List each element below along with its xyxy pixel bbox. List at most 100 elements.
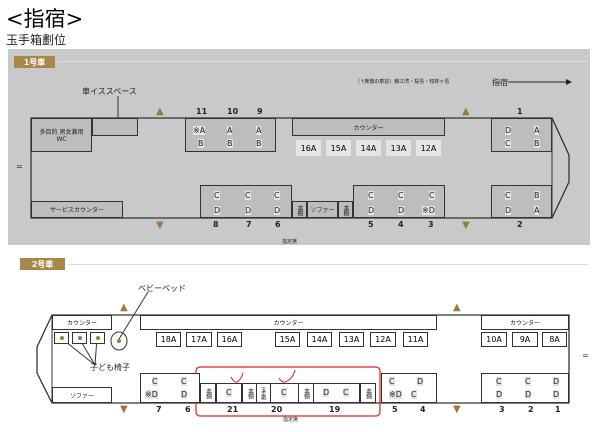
- seat[interactable]: B: [534, 191, 540, 200]
- seat[interactable]: A: [256, 126, 262, 135]
- document-subtitle: 玉手箱劃位: [6, 33, 67, 47]
- baby-bed-label: ベビーベッド: [138, 284, 186, 293]
- seat[interactable]: B: [256, 139, 262, 148]
- seat[interactable]: C: [281, 388, 287, 397]
- seat[interactable]: D: [417, 377, 424, 386]
- seat[interactable]: A: [534, 206, 540, 215]
- counter-seat[interactable]: 10A: [481, 332, 507, 347]
- counter-seat[interactable]: 12A: [370, 332, 396, 347]
- seat[interactable]: C: [429, 191, 435, 200]
- destination-label: 指宿: [492, 78, 508, 87]
- door-down-icon: ▼: [120, 404, 128, 415]
- child-seat[interactable]: [90, 332, 105, 344]
- car1-divider: [58, 61, 588, 62]
- seat[interactable]: C: [181, 377, 187, 386]
- seat[interactable]: D: [505, 206, 512, 215]
- seat[interactable]: D: [525, 390, 532, 399]
- counter-seat[interactable]: 14A: [307, 332, 332, 347]
- seat[interactable]: C: [245, 191, 251, 200]
- seat[interactable]: ※D: [422, 206, 435, 215]
- seat[interactable]: C: [152, 377, 158, 386]
- seat[interactable]: D: [181, 390, 188, 399]
- counter-seat[interactable]: 9A: [512, 332, 538, 347]
- counter-seat[interactable]: 16A: [296, 140, 321, 156]
- seat[interactable]: D: [398, 206, 405, 215]
- seat[interactable]: ※D: [389, 390, 402, 399]
- car1-label: 1号車: [14, 56, 55, 68]
- seat[interactable]: A: [534, 126, 540, 135]
- counter-seat[interactable]: 15A: [326, 140, 351, 156]
- seat[interactable]: C: [411, 390, 417, 399]
- seat-row-number: 4: [398, 220, 404, 229]
- seat[interactable]: C: [525, 377, 531, 386]
- child-seat[interactable]: [72, 332, 87, 344]
- seat-row-number: 4: [420, 405, 426, 414]
- car2-label: 2号車: [20, 258, 65, 270]
- seat-row-number: 5: [392, 405, 398, 414]
- seat[interactable]: C: [505, 191, 511, 200]
- counter-seat[interactable]: 17A: [186, 332, 212, 347]
- seat[interactable]: C: [214, 191, 220, 200]
- door-down-icon: ▼: [156, 220, 164, 231]
- seat[interactable]: D: [553, 390, 560, 399]
- seat[interactable]: D: [245, 206, 252, 215]
- counter-seat[interactable]: 16A: [217, 332, 242, 347]
- seat[interactable]: C: [274, 191, 280, 200]
- seat[interactable]: D: [505, 126, 512, 135]
- car2-divider: [68, 264, 588, 265]
- seat[interactable]: D: [323, 388, 330, 397]
- seat-row-number: 3: [499, 405, 505, 414]
- seat-row-number: 5: [368, 220, 374, 229]
- seat-row-number: 7: [156, 405, 162, 414]
- seat[interactable]: B: [534, 139, 540, 148]
- seat[interactable]: C: [368, 191, 374, 200]
- door-up-icon: ▲: [156, 106, 164, 117]
- seat-row-number: 1: [517, 107, 523, 116]
- seat[interactable]: B: [198, 139, 204, 148]
- seat-row-number: 10: [227, 107, 239, 116]
- seat-row-number: 6: [275, 220, 281, 229]
- seat[interactable]: D: [368, 206, 375, 215]
- seat-group-1: [491, 118, 552, 152]
- seat-row-number: 8: [213, 220, 219, 229]
- bookshelf: 本棚: [338, 201, 353, 218]
- counter-seat[interactable]: 11A: [403, 332, 428, 347]
- door-up-icon: ▲: [120, 302, 128, 313]
- counter-seat[interactable]: 15A: [275, 332, 300, 347]
- counter-seat[interactable]: 12A: [416, 140, 441, 156]
- seat[interactable]: ※D: [145, 390, 158, 399]
- seat[interactable]: C: [505, 139, 511, 148]
- counter-seat[interactable]: 14A: [356, 140, 381, 156]
- seat[interactable]: C: [343, 388, 349, 397]
- seat[interactable]: C: [389, 377, 395, 386]
- seat[interactable]: C: [398, 191, 404, 200]
- seat-group-2: [491, 185, 552, 218]
- seat[interactable]: B: [227, 139, 233, 148]
- car1-footer: 指定席: [282, 239, 298, 245]
- window-note: （↑席側の車窓）錦江湾・桜島・知林ヶ島: [355, 79, 450, 85]
- document-title: <指宿>: [6, 7, 84, 31]
- seat[interactable]: D: [274, 206, 281, 215]
- seat[interactable]: ※A: [193, 126, 206, 135]
- seat-row-number: 9: [257, 107, 263, 116]
- counter-seat[interactable]: 8A: [542, 332, 567, 347]
- seat[interactable]: D: [214, 206, 221, 215]
- seat-divider: [313, 383, 360, 403]
- child-seat[interactable]: [54, 332, 69, 344]
- seat[interactable]: C: [226, 388, 232, 397]
- seat[interactable]: A: [227, 126, 233, 135]
- child-seat-dot: [59, 336, 64, 340]
- seat[interactable]: D: [553, 377, 560, 386]
- counter-seat[interactable]: 13A: [339, 332, 364, 347]
- child-seat-dot: [77, 336, 82, 340]
- seat[interactable]: C: [496, 377, 502, 386]
- sofa: ソファー: [307, 201, 338, 218]
- car2-counter: カウンター: [481, 315, 569, 330]
- seat-row-number: 11: [196, 107, 208, 116]
- tamatebako[interactable]: 玉手箱: [256, 383, 271, 403]
- seat[interactable]: D: [496, 390, 503, 399]
- seat-row-number: 21: [227, 405, 239, 414]
- counter-seat[interactable]: 13A: [386, 140, 411, 156]
- counter-seat[interactable]: 18A: [156, 332, 181, 347]
- seat-row-number: 20: [271, 405, 283, 414]
